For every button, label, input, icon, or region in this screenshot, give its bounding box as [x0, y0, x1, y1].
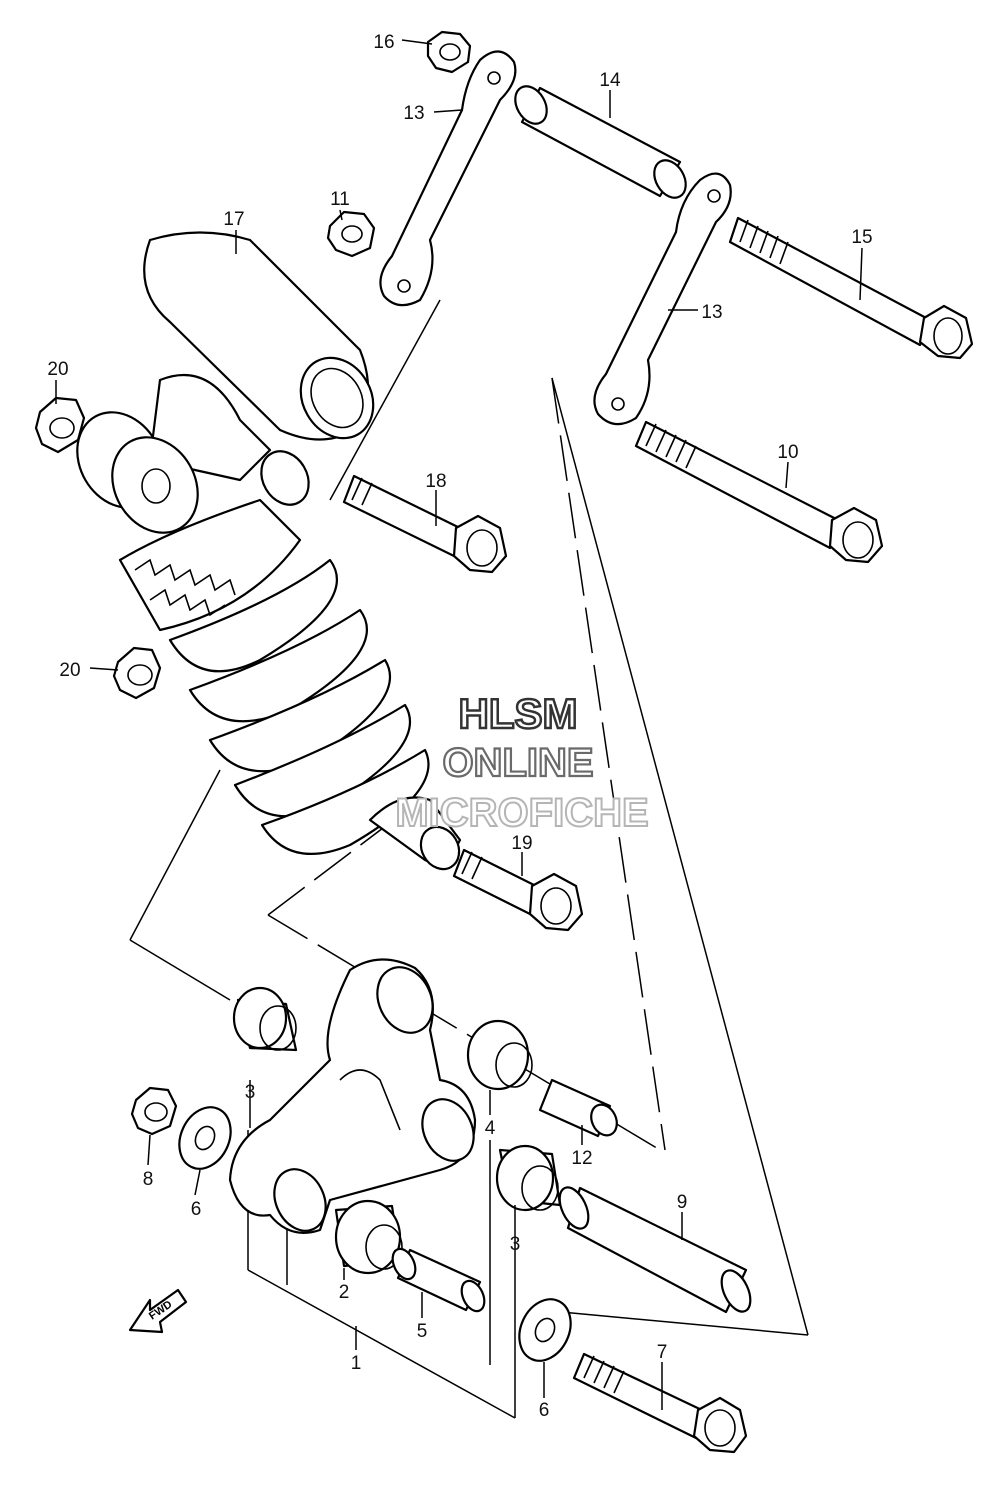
bearing-3-upper[interactable] [232, 986, 298, 1052]
nut-20-lower[interactable] [112, 646, 162, 700]
bolt-15[interactable] [728, 216, 974, 360]
washer-6-bottom[interactable] [510, 1291, 581, 1369]
callout-13-lower[interactable]: 13 [701, 302, 722, 323]
bolt-7[interactable] [572, 1352, 748, 1454]
watermark-line-1: HLSM [459, 690, 578, 737]
shaft-9[interactable] [554, 1183, 756, 1316]
callout-labels: 16 13 14 11 17 15 13 20 10 18 20 19 3 4 … [47, 32, 872, 1421]
bearing-3-lower[interactable] [495, 1144, 562, 1212]
watermark: HLSM ONLINE MICROFICHE [394, 689, 649, 836]
nut-20-upper[interactable] [34, 396, 86, 454]
link-plate-13-lower[interactable] [593, 172, 732, 426]
callout-20-upper[interactable]: 20 [47, 359, 68, 380]
bearing-2[interactable] [334, 1199, 403, 1275]
bolt-10[interactable] [634, 420, 884, 564]
callout-9[interactable]: 9 [677, 1192, 688, 1213]
collar-14[interactable] [509, 81, 692, 204]
callout-leaders [55, 39, 863, 1410]
watermark-line-2: ONLINE [442, 741, 593, 785]
callout-7[interactable]: 7 [657, 1342, 668, 1363]
callout-5[interactable]: 5 [417, 1321, 428, 1342]
nut-8[interactable] [130, 1086, 178, 1136]
bolt-19[interactable] [452, 848, 584, 932]
callout-6-left[interactable]: 6 [191, 1199, 202, 1220]
callout-3-upper[interactable]: 3 [245, 1082, 256, 1103]
callout-16[interactable]: 16 [373, 32, 394, 53]
callout-10[interactable]: 10 [777, 442, 798, 463]
callout-17[interactable]: 17 [223, 209, 244, 230]
callout-20-lower[interactable]: 20 [59, 660, 80, 681]
forward-arrow-icon: FWD [128, 1288, 188, 1334]
cushion-lever-1[interactable] [228, 958, 483, 1239]
callout-13-upper[interactable]: 13 [403, 103, 424, 124]
callout-11[interactable]: 11 [330, 189, 350, 210]
callout-14[interactable]: 14 [599, 70, 621, 91]
callout-6-bottom[interactable]: 6 [539, 1400, 550, 1421]
callout-4[interactable]: 4 [485, 1118, 496, 1139]
bolt-18[interactable] [342, 474, 508, 574]
callout-18[interactable]: 18 [425, 471, 446, 492]
bearing-4[interactable] [466, 1019, 533, 1091]
callout-2[interactable]: 2 [339, 1282, 350, 1303]
spacer-12[interactable] [538, 1078, 622, 1140]
nut-16[interactable] [426, 30, 472, 74]
spacer-5[interactable] [388, 1245, 489, 1314]
washer-6-left[interactable] [170, 1099, 241, 1177]
callout-15[interactable]: 15 [851, 227, 872, 248]
callout-19[interactable]: 19 [511, 833, 532, 854]
callout-3-lower[interactable]: 3 [510, 1234, 521, 1255]
callout-12[interactable]: 12 [571, 1148, 592, 1169]
nut-11[interactable] [326, 210, 376, 258]
watermark-line-3: MICROFICHE [395, 791, 648, 835]
shock-absorber-17[interactable] [60, 231, 466, 877]
link-plate-13-upper[interactable] [379, 50, 517, 307]
callout-8[interactable]: 8 [143, 1169, 154, 1190]
callout-1[interactable]: 1 [351, 1353, 362, 1374]
